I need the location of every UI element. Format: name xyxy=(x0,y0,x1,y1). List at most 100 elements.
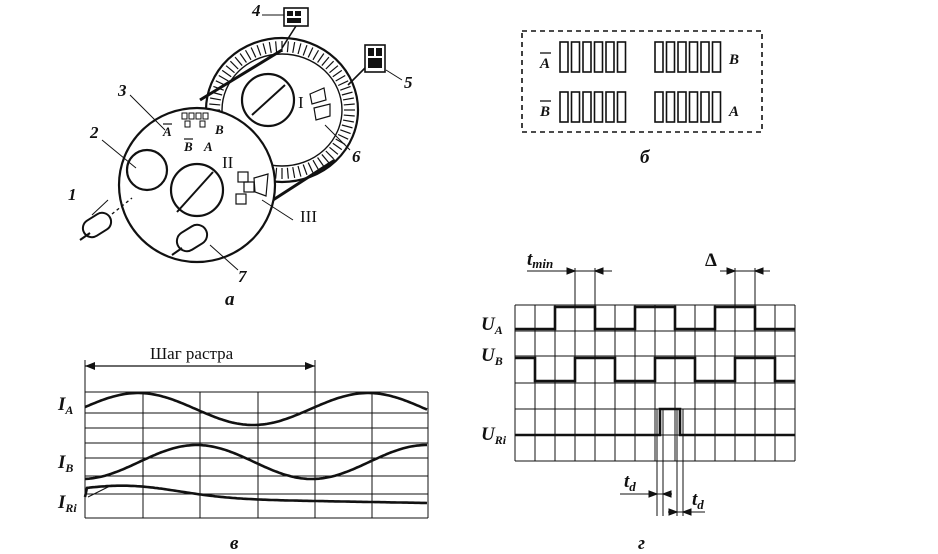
disk-slot xyxy=(286,41,289,53)
mask-letters: A B B A xyxy=(162,122,224,154)
mask-letter: B xyxy=(183,139,193,154)
disk-slot xyxy=(343,114,355,117)
disk-slot xyxy=(332,69,343,78)
disk-slot xyxy=(250,47,257,58)
disk-slot xyxy=(210,97,222,101)
grating-window xyxy=(665,91,676,123)
grating-window xyxy=(570,41,581,73)
disk-slot xyxy=(262,43,267,55)
signal-label-UB: UB xyxy=(481,345,503,368)
disk-slot xyxy=(340,85,351,91)
grating-window xyxy=(593,91,604,123)
grating-window xyxy=(654,91,664,123)
grating-window xyxy=(677,41,687,73)
track-labels: I II III xyxy=(222,93,317,226)
mask-window-layout: A B B A xyxy=(521,30,763,133)
photodetector xyxy=(171,223,209,256)
callout-numbers: 1 2 3 4 5 6 7 xyxy=(68,1,413,286)
arrowhead xyxy=(593,267,604,275)
disk-slot xyxy=(342,97,354,101)
mask-channel-label: A xyxy=(728,104,739,120)
grating-window xyxy=(593,41,604,73)
grating-window xyxy=(582,91,592,123)
scanning-mask-disk xyxy=(117,106,277,264)
disk-slot xyxy=(292,167,296,179)
track-label-II: II xyxy=(222,153,234,172)
track-label-III: III xyxy=(300,207,317,226)
square-wave-UB xyxy=(515,356,795,383)
track-label-I: I xyxy=(298,93,304,112)
disk-slot xyxy=(302,164,308,176)
disk-slot xyxy=(229,60,239,70)
grating-window xyxy=(570,91,581,123)
mask-channel-label: A xyxy=(539,56,550,72)
disk-slot xyxy=(268,41,272,53)
arrowhead xyxy=(566,267,577,275)
grating-window xyxy=(616,91,627,123)
disk-slot xyxy=(234,56,243,66)
raster-pitch-label: Шаг растра xyxy=(150,344,234,363)
panel-label-b: б xyxy=(640,147,651,168)
disk-slot xyxy=(317,53,325,63)
disk-slot xyxy=(275,167,278,179)
grating-window xyxy=(688,91,699,123)
mask-letter: A xyxy=(162,124,172,139)
disk-slot xyxy=(244,49,252,61)
arrowhead xyxy=(681,508,692,516)
arrowhead xyxy=(661,490,672,498)
disk-slot xyxy=(321,154,330,164)
reference-pulse-URi xyxy=(515,407,795,437)
disk-slot xyxy=(337,133,349,140)
grating-window xyxy=(665,41,676,73)
disk-slot xyxy=(307,47,314,58)
leader-line xyxy=(87,484,113,498)
photoreceiver-chip xyxy=(347,44,386,86)
disk-slot xyxy=(340,129,351,135)
disk-slot xyxy=(312,159,320,171)
grating-window xyxy=(616,41,627,73)
disk-slot xyxy=(312,49,320,61)
arrowhead xyxy=(726,267,737,275)
disk-slot xyxy=(297,165,302,177)
mask-letter: B xyxy=(214,122,224,137)
disk-slot xyxy=(335,74,346,82)
delta-label: Δ xyxy=(705,250,717,271)
grating-window xyxy=(677,91,687,123)
grating-window xyxy=(711,41,722,73)
analog-signals-plot: Шаг растра IA IB IRi xyxy=(57,344,429,519)
disk-slot xyxy=(221,69,232,78)
disk-slot xyxy=(341,91,353,96)
encoder-assembly-diagram xyxy=(79,7,403,271)
signal-label-IA: IA xyxy=(57,394,73,417)
disk-slot xyxy=(256,44,262,56)
panel-label-a: а xyxy=(225,289,235,310)
panel-label-g: г xyxy=(638,533,645,554)
disk-slot xyxy=(239,53,247,63)
disk-slot xyxy=(275,41,278,53)
disk-slot xyxy=(343,103,355,106)
signal-curve-IA xyxy=(84,391,428,427)
grating-window xyxy=(559,41,569,73)
signal-curve-IRi xyxy=(83,484,428,505)
grating-window xyxy=(605,91,615,123)
grating-window xyxy=(605,41,615,73)
signal-label-URi: URi xyxy=(481,424,507,447)
grating-window xyxy=(559,91,569,123)
callout-7: 7 xyxy=(238,267,248,286)
disk-slot xyxy=(292,41,296,53)
callout-1: 1 xyxy=(68,185,77,204)
disk-slot xyxy=(337,80,349,87)
arrowhead xyxy=(648,490,659,498)
disk-slot xyxy=(286,167,289,179)
grating-window xyxy=(700,41,710,73)
disk-slot xyxy=(307,162,314,173)
callout-5: 5 xyxy=(404,73,413,92)
signal-curve-IB xyxy=(84,443,427,481)
photoreceiver-chip xyxy=(281,7,309,49)
signal-label-UA: UA xyxy=(481,314,503,337)
arrowhead xyxy=(668,508,679,516)
td-label-left: td xyxy=(624,471,636,494)
disk-slot xyxy=(317,157,325,167)
disk-slot xyxy=(218,74,229,82)
